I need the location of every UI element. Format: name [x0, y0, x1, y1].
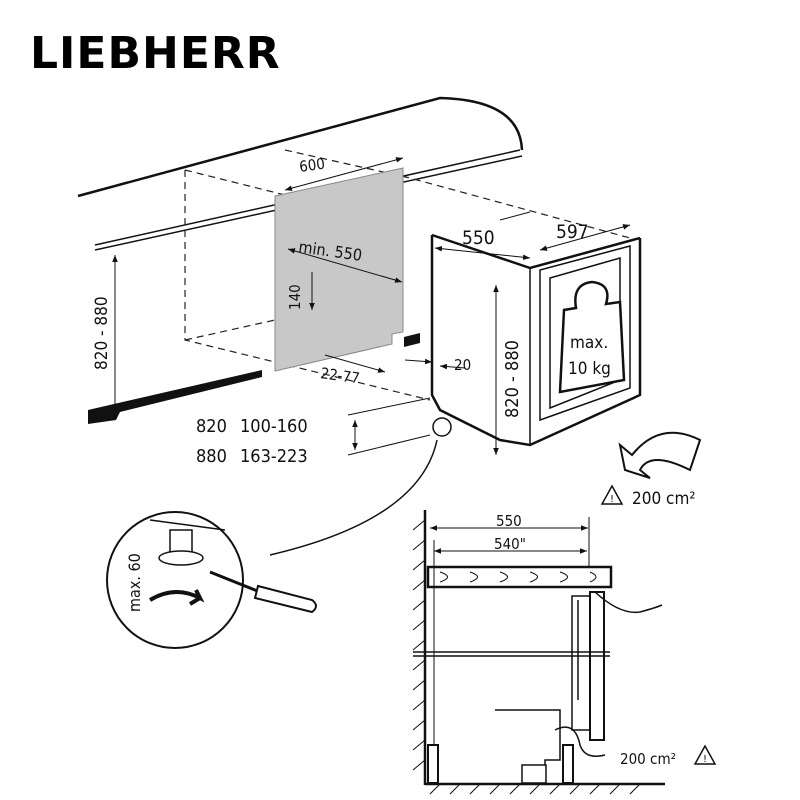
warning-icon: !	[693, 744, 717, 765]
niche-height-label: 820 - 880	[92, 296, 112, 370]
plinth-right	[404, 333, 420, 347]
foot-callout	[432, 417, 452, 437]
svg-text:!: !	[610, 494, 614, 505]
feet-row-2-range: 163-223	[240, 446, 308, 467]
foot-detail-circle	[106, 511, 244, 649]
adjustable-foot-icon	[149, 519, 226, 566]
feet-row-1-range: 100-160	[240, 416, 308, 437]
foot-adjust-label: max. 60	[125, 553, 144, 612]
appliance-height-label: 820 - 880	[502, 340, 523, 418]
airflow-arrow-icon	[618, 431, 702, 479]
door-load-max: max.	[570, 333, 608, 353]
svg-text:!: !	[703, 754, 707, 765]
side-panel	[274, 167, 404, 372]
liebherr-logo: LIEBHERR	[30, 28, 281, 79]
warning-icon: !	[600, 484, 624, 505]
screwdriver-icon	[209, 570, 317, 614]
plinth-depth-label: 22-77	[319, 364, 360, 387]
appliance-depth-label: 550	[462, 227, 495, 249]
weight-icon	[558, 280, 626, 394]
section-view	[412, 510, 665, 795]
rotate-arrow-icon	[148, 589, 205, 606]
section-depth-inner: 540"	[494, 535, 526, 553]
top-vent-area: 200 cm²	[632, 489, 695, 509]
gap-label: 20	[454, 356, 471, 374]
door-load-value: 10 kg	[568, 359, 611, 379]
plinth-height-label: 140	[286, 284, 304, 310]
appliance-body	[430, 211, 642, 455]
niche-width-label: 600	[298, 155, 326, 176]
section-depth-outer: 550	[496, 512, 522, 530]
feet-row-2-height: 880	[196, 446, 227, 467]
bottom-vent-area: 200 cm²	[620, 750, 676, 768]
plinth-left	[88, 370, 262, 424]
feet-row-1-height: 820	[196, 416, 227, 437]
appliance-width-label: 597	[556, 221, 589, 243]
